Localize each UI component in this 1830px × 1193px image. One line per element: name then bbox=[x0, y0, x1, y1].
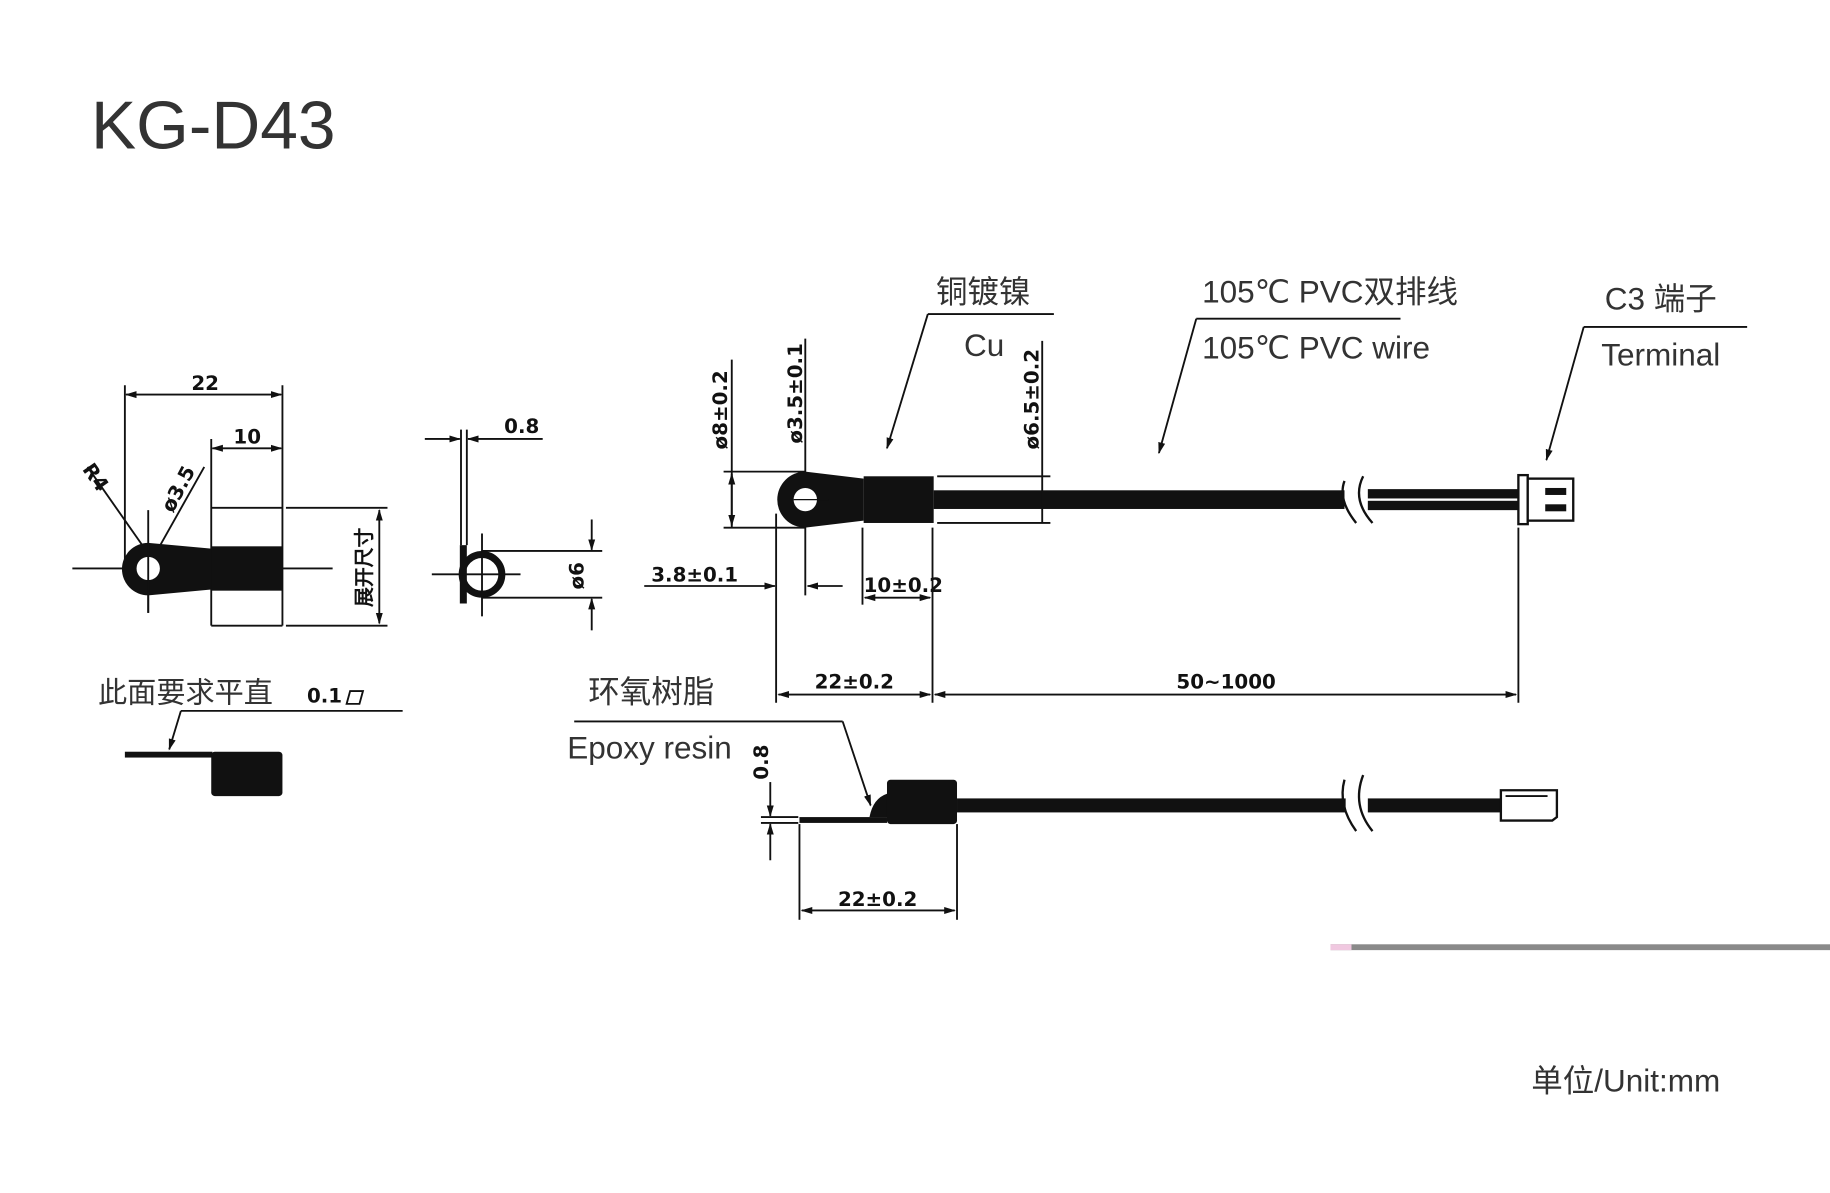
epoxy-en: Epoxy resin bbox=[567, 730, 732, 766]
dim-sleeve: 10 bbox=[233, 426, 261, 449]
dim-head-len: 22±0.2 bbox=[815, 671, 894, 694]
callouts: 铜镀镍 Cu 105℃ PVC双排线 105℃ PVC wire C3 端子 T… bbox=[567, 273, 1748, 807]
epoxy-cn: 环氧树脂 bbox=[588, 674, 714, 710]
divider-accent bbox=[1330, 944, 1352, 951]
dim-diameter: ø6 bbox=[566, 562, 589, 589]
dim-main-hole: ø3.5±0.1 bbox=[784, 343, 807, 444]
divider-bar bbox=[1330, 944, 1830, 951]
plating-en: Cu bbox=[964, 327, 1004, 363]
left-top-view: 22 10 R4 ø3.5 展开尺寸 bbox=[72, 372, 388, 627]
terminal-en: Terminal bbox=[1601, 336, 1720, 372]
dim-bottom-length: 22±0.2 bbox=[838, 888, 917, 911]
dim-unfold: 展开尺寸 bbox=[353, 528, 376, 607]
dim-sleeve-dia: ø6.5±0.2 bbox=[1021, 349, 1044, 450]
flatness-note: 此面要求平直 0.1 bbox=[98, 677, 403, 797]
main-view: ø8±0.2 ø3.5±0.1 ø6.5±0.2 3.8±0.1 10±0.2 … bbox=[644, 338, 1575, 703]
bottom-side-view: 0.8 22±0.2 bbox=[750, 745, 1559, 920]
dim-bottom-thickness: 0.8 bbox=[750, 745, 773, 780]
dim-sleeve-len: 10±0.2 bbox=[864, 574, 943, 597]
plating-cn: 铜镀镍 bbox=[936, 273, 1031, 309]
wire-cn: 105℃ PVC双排线 bbox=[1202, 273, 1458, 309]
unit-label: 单位/Unit:mm bbox=[1531, 1062, 1720, 1098]
part-title: KG-D43 bbox=[91, 88, 336, 163]
dim-hole: ø3.5 bbox=[157, 462, 200, 516]
side-view: 0.8 ø6 bbox=[424, 415, 603, 631]
terminal-cn: C3 端子 bbox=[1605, 280, 1717, 316]
dim-thickness: 0.8 bbox=[504, 415, 539, 438]
flat-tolerance: 0.1 bbox=[307, 685, 342, 708]
dim-offset: 3.8±0.1 bbox=[651, 563, 738, 586]
wire-en: 105℃ PVC wire bbox=[1202, 329, 1430, 365]
dim-length: 22 bbox=[191, 372, 219, 395]
dim-ring: ø8±0.2 bbox=[709, 370, 732, 449]
dim-radius: R4 bbox=[78, 459, 114, 496]
dim-wire-len: 50~1000 bbox=[1176, 671, 1275, 694]
flat-label: 此面要求平直 bbox=[98, 677, 273, 710]
